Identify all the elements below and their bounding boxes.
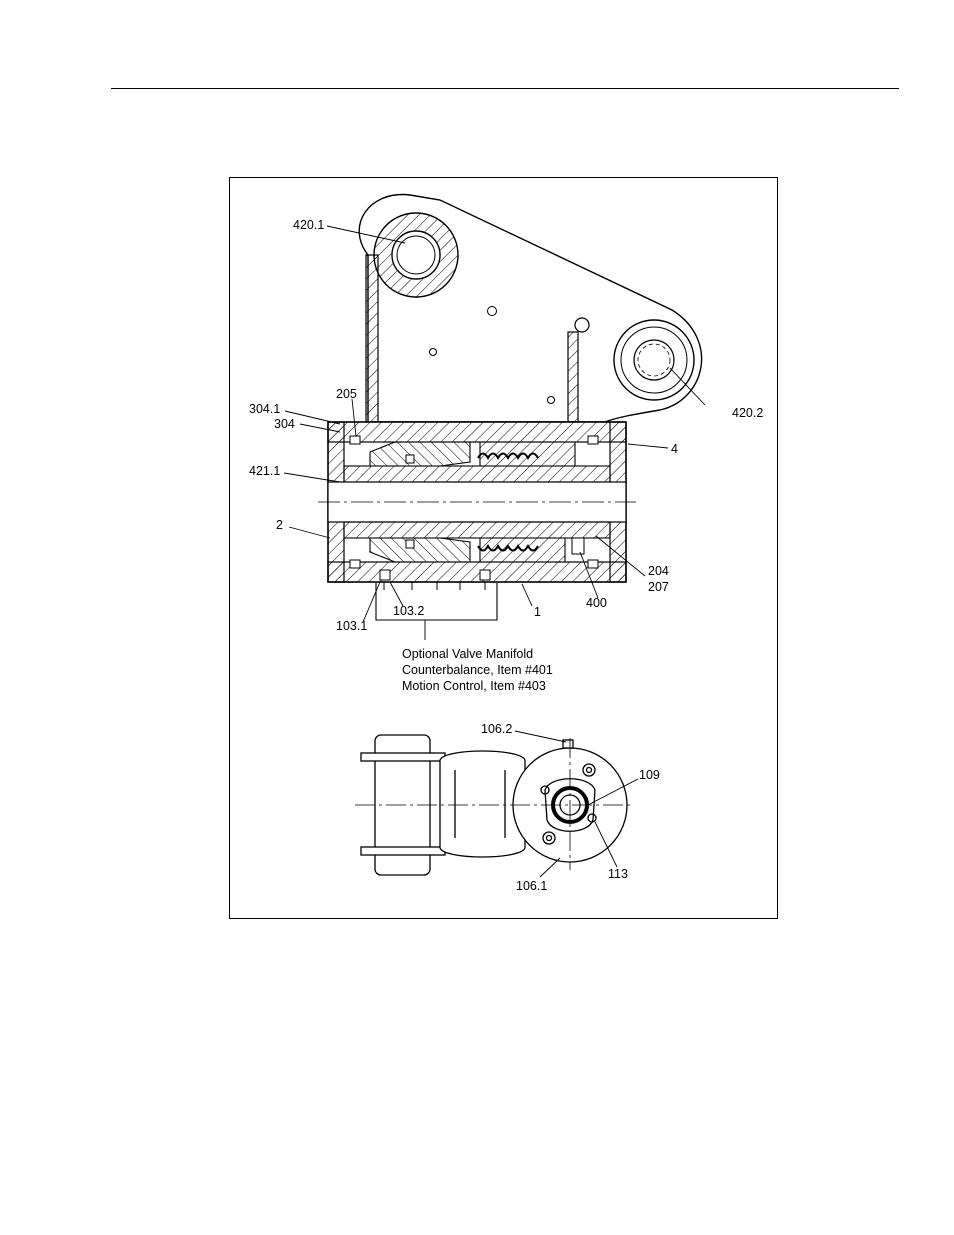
bracket-hole (430, 349, 437, 356)
callout-304: 304 (274, 417, 295, 431)
callout-109: 109 (639, 768, 660, 782)
callout-204: 204 (648, 564, 669, 578)
manifold-note-line1: Optional Valve Manifold (402, 647, 533, 661)
actuator-housing-section (318, 422, 636, 590)
callout-4: 4 (671, 442, 678, 456)
callout-304-1: 304.1 (249, 402, 280, 416)
callout-207: 207 (648, 580, 669, 594)
callout-103-1: 103.1 (336, 619, 367, 633)
pin-boss-420-2 (614, 320, 694, 400)
callout-106-2: 106.2 (481, 722, 512, 736)
bracket-hole (488, 307, 497, 316)
manifold-note-line2: Counterbalance, Item #401 (402, 663, 553, 677)
callout-103-2: 103.2 (393, 604, 424, 618)
callout-421-1: 421.1 (249, 464, 280, 478)
pin-boss-420-1 (374, 213, 458, 297)
callout-106-1: 106.1 (516, 879, 547, 893)
callout-2: 2 (276, 518, 283, 532)
callout-113: 113 (608, 867, 628, 881)
manifold-note-line3: Motion Control, Item #403 (402, 679, 546, 693)
bracket-pin-hole (575, 318, 589, 332)
end-view (355, 735, 632, 875)
callout-420-1: 420.1 (293, 218, 324, 232)
bracket-plate-left (366, 255, 378, 422)
bracket-plate-right (568, 332, 578, 422)
callout-420-2: 420.2 (732, 406, 763, 420)
callout-1: 1 (534, 605, 541, 619)
callout-400: 400 (586, 596, 607, 610)
callout-205: 205 (336, 387, 357, 401)
bracket-hole (548, 397, 555, 404)
